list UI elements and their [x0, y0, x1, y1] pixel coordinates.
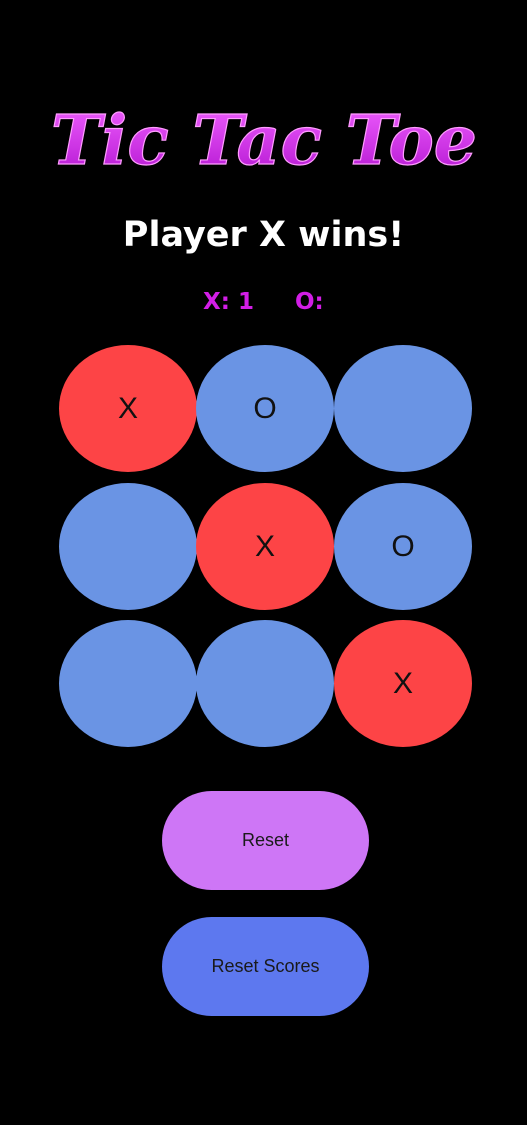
board-cell-r1-c3[interactable] [334, 345, 472, 472]
board-cell-r3-c1[interactable] [59, 620, 197, 747]
game-title: Tic Tac Toe [0, 92, 527, 182]
board-cell-r3-c3[interactable]: X [334, 620, 472, 747]
reset-button[interactable]: Reset [162, 791, 369, 890]
game-status-message: Player X wins! [122, 215, 405, 255]
board-cell-r2-c3[interactable]: O [334, 483, 472, 610]
scoreboard: X: 1 O: [0, 286, 527, 318]
score-x: X: 1 [203, 289, 254, 315]
board-cell-r3-c2[interactable] [196, 620, 334, 747]
board-cell-r1-c1[interactable]: X [59, 345, 197, 472]
board-cell-r1-c2[interactable]: O [196, 345, 334, 472]
board-cell-r2-c1[interactable] [59, 483, 197, 610]
board-cell-r2-c2[interactable]: X [196, 483, 334, 610]
game-title-text: Tic Tac Toe [51, 101, 477, 181]
reset-scores-button[interactable]: Reset Scores [162, 917, 369, 1016]
score-o: O: [295, 289, 324, 315]
game-board: X O X O X [59, 345, 472, 747]
